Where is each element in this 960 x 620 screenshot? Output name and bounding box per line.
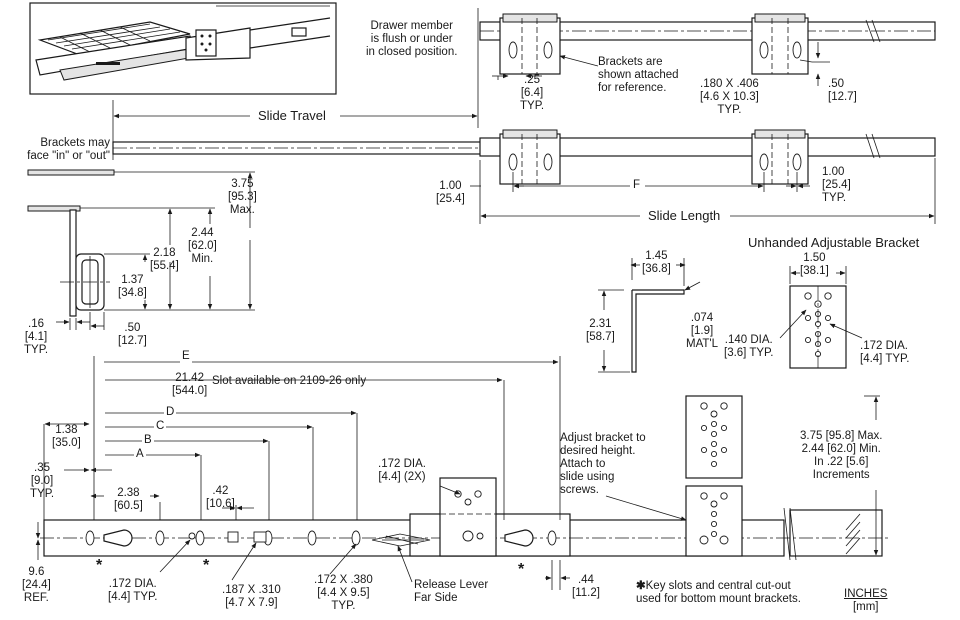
dim-A: A — [134, 448, 146, 461]
dim-244-min: 2.44[62.0]Min. — [188, 227, 217, 265]
dim-100-right: 1.00[25.4]TYP. — [822, 166, 851, 204]
dim-140-dia: .140 DIA.[3.6] TYP. — [724, 334, 774, 359]
dim-B: B — [142, 434, 154, 447]
dim-145: 1.45[36.8] — [642, 250, 671, 275]
slide-travel-dimension — [112, 8, 479, 160]
dim-238: 2.38[60.5] — [114, 487, 143, 512]
label-slide-length: Slide Length — [648, 208, 721, 223]
dim-35-typ: .35[9.0]TYP. — [30, 462, 55, 500]
slide-closed-view — [479, 13, 936, 86]
dim-187x310: .187 X .310[4.7 X 7.9] — [222, 584, 281, 609]
dim-bracket-height-range: 3.75 [95.8] Max.2.44 [62.0] Min.In .22 [… — [800, 430, 883, 481]
dim-172-dia-typ-right: .172 DIA.[4.4] TYP. — [860, 340, 910, 365]
asterisk-key-slot-3: * — [518, 561, 525, 578]
unhanded-bracket-view — [779, 266, 863, 369]
dim-231: 2.31[58.7] — [586, 318, 615, 343]
units-legend: INCHES[mm] — [844, 588, 888, 613]
key-slots-star: ✱ — [636, 580, 646, 592]
dim-172x380: .172 X .380[4.4 X 9.5]TYP. — [314, 574, 373, 612]
dim-375-max: 3.75[95.3]Max. — [228, 178, 257, 216]
title-unhanded-bracket: Unhanded Adjustable Bracket — [748, 235, 920, 250]
note-key-slots: ✱Key slots and central cut-out used for … — [636, 580, 801, 605]
side-section-view — [27, 169, 255, 330]
dim-180x406: .180 X .406[4.6 X 10.3]TYP. — [700, 78, 759, 116]
slide-bottom-detail-view — [35, 356, 890, 590]
dim-137: 1.37[34.8] — [118, 274, 147, 299]
dim-50-side: .50[12.7] — [118, 322, 147, 347]
label-slide-travel: Slide Travel — [258, 108, 326, 123]
dim-44: .44[11.2] — [572, 574, 600, 599]
dim-42: .42[10.6] — [206, 485, 235, 510]
asterisk-key-slot-1: * — [96, 557, 103, 574]
bracket-l-profile — [598, 258, 701, 373]
slide-extended-view — [112, 129, 936, 224]
dim-F: F — [633, 179, 641, 191]
dim-E: E — [180, 350, 192, 363]
dim-C: C — [154, 420, 167, 433]
dim-074-matl: .074[1.9]MAT'L — [686, 312, 719, 350]
isometric-drawer-illustration — [29, 2, 337, 95]
dim-16-typ: .16[4.1]TYP. — [24, 318, 49, 356]
dim-2142: 21.42[544.0] — [172, 372, 208, 397]
dim-218: 2.18[55.4] — [150, 247, 179, 272]
dim-150: 1.50[38.1] — [800, 252, 829, 277]
dim-138: 1.38[35.0] — [52, 424, 81, 449]
asterisk-key-slot-2: * — [203, 557, 210, 574]
dim-100-left: 1.00[25.4] — [436, 180, 465, 205]
dim-25-typ: .25[6.4]TYP. — [520, 74, 545, 112]
dim-172-dia-typ: .172 DIA.[4.4] TYP. — [108, 578, 158, 603]
note-slot-available: Slot available on 2109-26 only — [212, 375, 367, 387]
dim-50-top: .50[12.7] — [828, 78, 857, 103]
dim-172-dia-2x: .172 DIA.[4.4] (2X) — [378, 458, 426, 483]
dim-96-ref: 9.6[24.4]REF. — [22, 566, 51, 604]
dim-D: D — [164, 406, 177, 419]
